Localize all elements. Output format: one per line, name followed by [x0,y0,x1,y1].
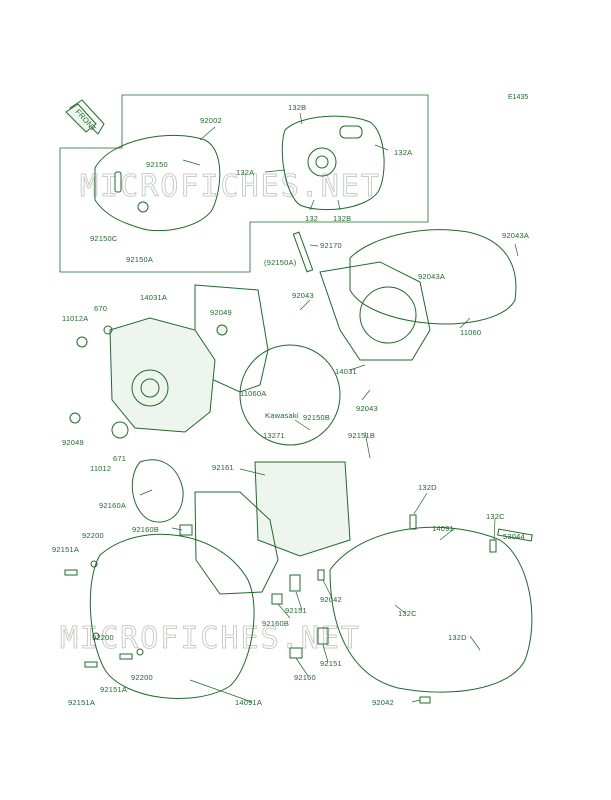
part-label[interactable]: 11060A [240,389,267,398]
part-label[interactable]: 11012 [90,464,111,473]
part-label[interactable]: 92042 [320,595,342,604]
part-label[interactable]: 132C [486,512,505,521]
part-label[interactable]: 92042 [372,698,394,707]
part-label[interactable]: 92170 [320,241,342,250]
front-arrow-icon: FRONT [65,99,105,135]
part-label[interactable]: 13271 [263,431,285,440]
part-label[interactable]: 92151 [285,606,307,615]
watermark-top: MICROFICHES.NET [80,169,381,204]
part-label[interactable]: 671 [113,454,126,463]
part-label[interactable]: 132D [418,483,437,492]
part-label[interactable]: 132B [333,214,351,223]
part-label[interactable]: 92200 [82,531,104,540]
inset-left-cover [94,134,221,232]
lower-cover-14091 [329,526,533,693]
sprocket-cover-92160a [131,459,184,523]
part-labels: 92002 92150 92150C 92150A 132B 132A 132A… [52,103,529,707]
part-label[interactable]: 92002 [200,116,222,125]
part-label[interactable]: 92043 [356,404,378,413]
part-label[interactable]: 132A [394,148,412,157]
part-label[interactable]: 14091A [235,698,262,707]
part-label[interactable]: 132A [236,168,254,177]
part-label[interactable]: 53044 [503,532,525,541]
part-label[interactable]: 92043A [502,231,529,240]
inset-right-cover [281,115,385,211]
part-label[interactable]: 92150 [146,160,168,169]
part-label[interactable]: 92150B [303,413,330,422]
part-label[interactable]: 670 [94,304,107,313]
leader-lines [139,112,519,703]
part-label[interactable]: 92160B [262,619,289,628]
part-label[interactable]: 92160A [99,501,126,510]
logo-text: Kawasaki [265,411,299,420]
part-label[interactable]: 11060 [460,328,481,337]
part-label[interactable]: 92049 [210,308,232,317]
part-label[interactable]: 132 [305,214,318,223]
part-label[interactable]: 92151 [320,659,342,668]
gasket-92161 [194,491,279,595]
part-label[interactable]: 92150A [126,255,153,264]
kawasaki-logo-emblem: Kawasaki [239,344,341,446]
part-label[interactable]: 132C [398,609,417,618]
part-label[interactable]: 92043A [418,272,445,281]
part-label[interactable]: 11012A [62,314,89,323]
part-label[interactable]: 92161 [212,463,234,472]
bolts [64,231,533,704]
clutch-cover-14031a [109,317,216,433]
part-label[interactable]: 92151A [68,698,95,707]
lower-cover-14091a [89,533,255,700]
part-label[interactable]: 92160B [132,525,159,534]
gasket-right [349,229,517,325]
part-label[interactable]: 92200 [131,673,153,682]
part-label[interactable]: 92200 [92,633,114,642]
part-label[interactable]: 92151B [348,431,375,440]
watermark-bottom: MICROFICHES.NET [60,621,361,656]
diagram-code: E1435 [508,94,528,101]
clutch-cover-14031 [319,261,431,361]
part-label[interactable]: 92049 [62,438,84,447]
part-label[interactable]: 92151A [52,545,79,554]
inset-frame [59,94,429,273]
part-label[interactable]: 14031A [140,293,167,302]
part-label[interactable]: 14031 [335,367,357,376]
part-label[interactable]: 132D [448,633,467,642]
part-label[interactable]: (92150A) [264,258,297,267]
part-label[interactable]: 92160 [294,673,316,682]
plate-92161 [254,461,351,557]
part-label[interactable]: 92150C [90,234,118,243]
part-label[interactable]: 92043 [292,291,314,300]
part-label[interactable]: 132B [288,103,306,112]
part-label[interactable]: 14091 [432,524,454,533]
part-label[interactable]: 92151A [100,685,127,694]
